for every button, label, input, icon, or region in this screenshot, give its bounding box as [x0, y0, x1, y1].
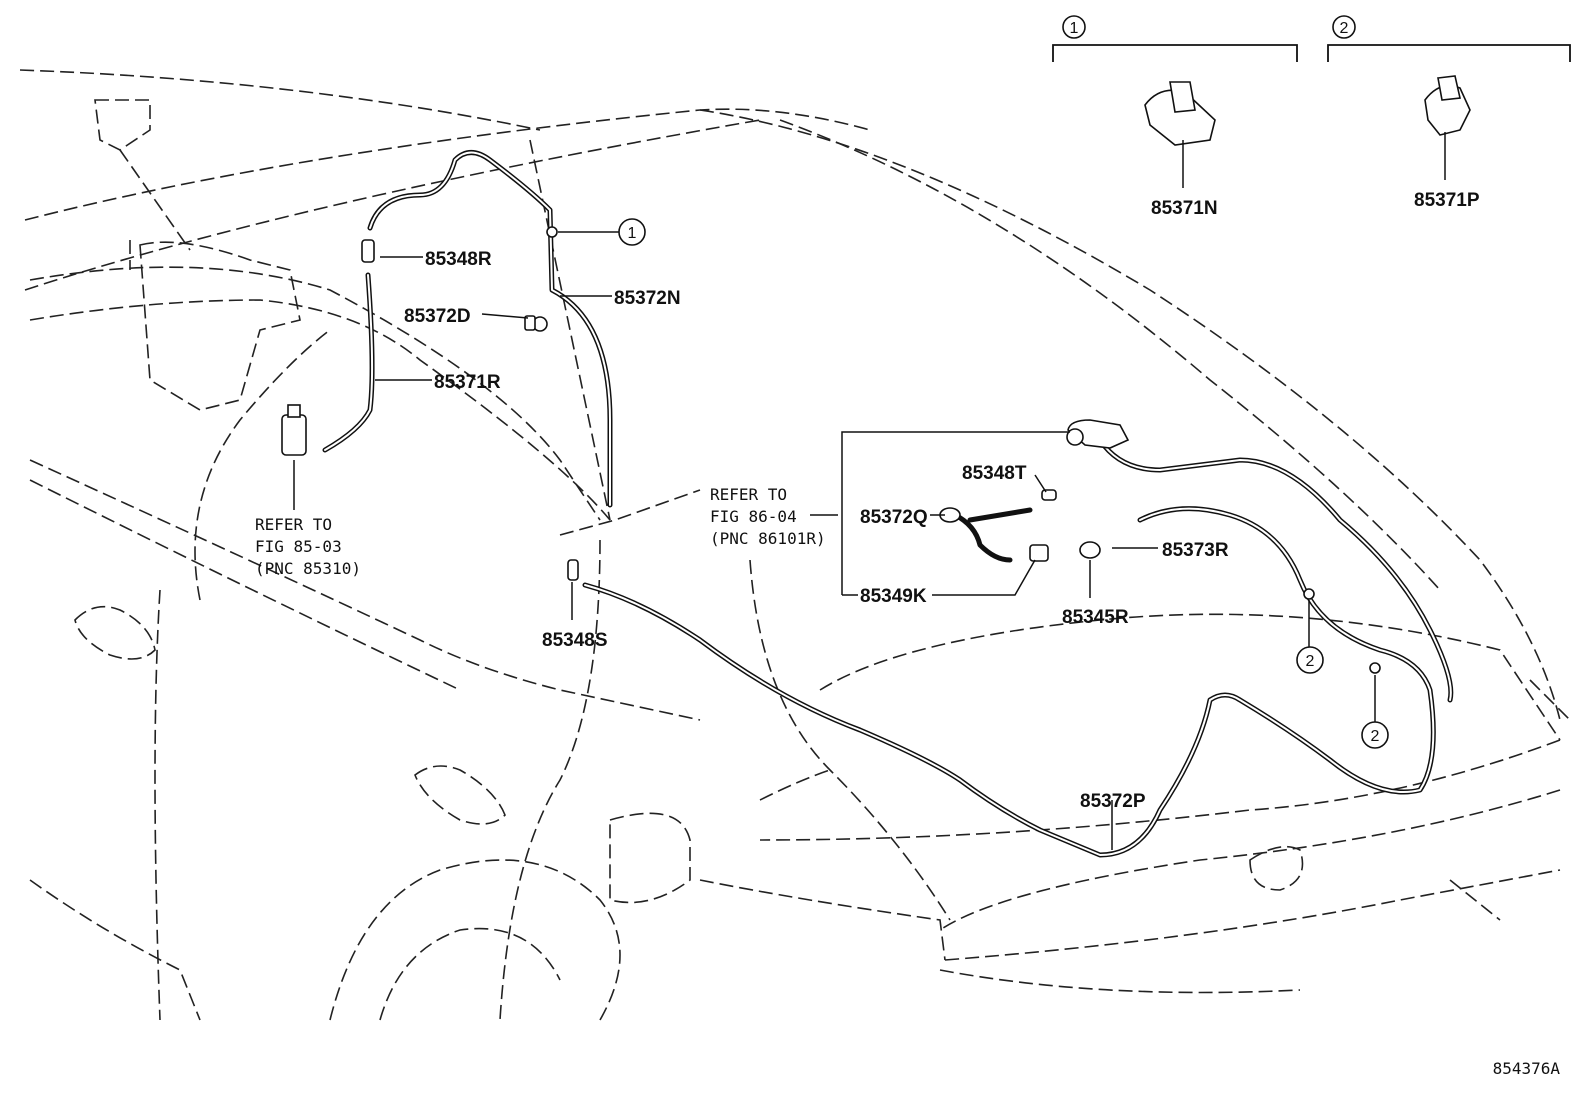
label-85372q: 85372Q — [860, 507, 928, 528]
connector-85348r — [361, 239, 375, 263]
callout-circle-2a: 2 — [1296, 646, 1324, 674]
label-85372n: 85372N — [614, 288, 681, 309]
svg-text:FIG 86-04: FIG 86-04 — [710, 507, 797, 526]
group-marker-2-number: 2 — [1340, 20, 1349, 37]
svg-text:FIG 85-03: FIG 85-03 — [255, 537, 342, 556]
clip-marker-c1 — [546, 226, 558, 238]
reference-note-center: REFER TO FIG 86-04 (PNC 86101R) — [710, 485, 826, 548]
washer-hoses — [322, 150, 1454, 858]
part-labels: 85348R 85372N 85372D 85371R 85348S 85348… — [404, 190, 1480, 812]
connector-85348s — [567, 559, 579, 581]
label-85348t: 85348T — [962, 463, 1027, 484]
svg-text:REFER TO: REFER TO — [710, 485, 787, 504]
svg-text:2: 2 — [1306, 653, 1315, 670]
label-85372d: 85372D — [404, 306, 471, 327]
part-shapes — [281, 75, 1471, 674]
svg-text:REFER TO: REFER TO — [255, 515, 332, 534]
label-85373r: 85373R — [1162, 540, 1229, 561]
svg-text:(PNC 86101R): (PNC 86101R) — [710, 529, 826, 548]
label-85345r: 85345R — [1062, 607, 1129, 628]
motor-shape — [1067, 419, 1130, 449]
group-marker-1: 1 — [1062, 15, 1086, 39]
label-85349k: 85349K — [860, 586, 927, 607]
label-85348s: 85348S — [542, 630, 608, 651]
label-85371p: 85371P — [1414, 190, 1480, 211]
label-85371n: 85371N — [1151, 198, 1218, 219]
svg-text:(PNC 85310): (PNC 85310) — [255, 559, 361, 578]
connector-85348t — [1041, 489, 1057, 501]
clip-85371n-shape — [1144, 81, 1216, 146]
label-85372p: 85372P — [1080, 791, 1146, 812]
clip-85349k — [1029, 544, 1049, 562]
vehicle-body-outline — [19, 69, 1571, 1021]
figure-code: 854376A — [1493, 1059, 1561, 1078]
callout-circle-2b: 2 — [1361, 721, 1389, 749]
reference-note-left: REFER TO FIG 85-03 (PNC 85310) — [255, 515, 361, 578]
group-brackets — [1052, 44, 1571, 62]
callout-circle-1: 1 — [618, 218, 646, 246]
label-85348r: 85348R — [425, 249, 492, 270]
leader-lines — [293, 132, 1446, 850]
clip-85371p-shape — [1424, 75, 1471, 136]
group-marker-2: 2 — [1332, 15, 1356, 39]
svg-text:1: 1 — [628, 225, 637, 242]
label-85371r: 85371R — [434, 372, 501, 393]
group-marker-1-number: 1 — [1070, 20, 1079, 37]
svg-text:2: 2 — [1371, 728, 1380, 745]
pump-shape — [281, 414, 307, 456]
grommet-85345r — [1079, 541, 1101, 559]
